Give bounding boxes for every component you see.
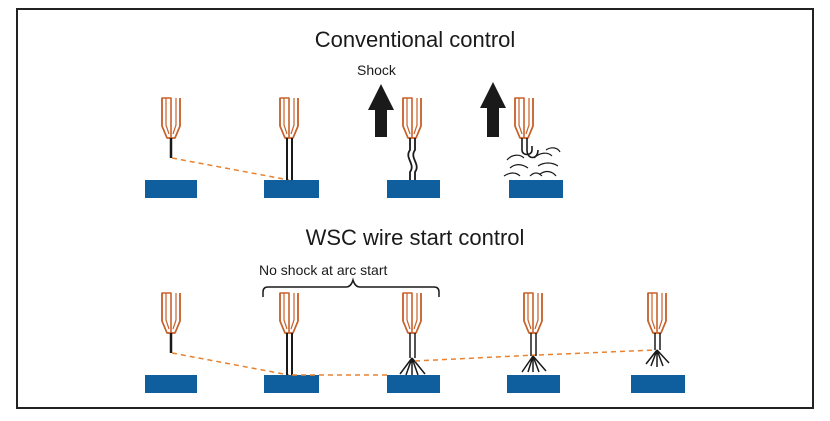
workpiece-plate-icon bbox=[145, 375, 197, 393]
wsc-dashed-path-1 bbox=[171, 352, 290, 376]
workpiece-plate-icon bbox=[631, 375, 685, 393]
bottom-section-title: WSC wire start control bbox=[306, 225, 525, 250]
wsc-stage-4 bbox=[507, 292, 560, 393]
wsc-stage-1 bbox=[145, 292, 197, 393]
spatter-icon bbox=[503, 147, 561, 177]
shock-label: Shock bbox=[357, 62, 397, 78]
torch-icon bbox=[402, 97, 422, 139]
workpiece-plate-icon bbox=[387, 375, 440, 393]
wsc-stage-3 bbox=[387, 292, 440, 393]
wire-icon bbox=[521, 138, 539, 159]
conventional-stage-3: Shock bbox=[357, 62, 440, 198]
wire-icon bbox=[645, 333, 670, 367]
conventional-stage-1 bbox=[145, 97, 197, 198]
wire-icon bbox=[399, 333, 426, 376]
wsc-stage-2 bbox=[264, 292, 319, 393]
workpiece-plate-icon bbox=[509, 180, 563, 198]
torch-icon bbox=[523, 292, 543, 334]
workpiece-plate-icon bbox=[145, 180, 197, 198]
up-arrow-icon bbox=[368, 84, 394, 137]
torch-icon bbox=[279, 97, 299, 139]
up-arrow-icon bbox=[480, 82, 506, 137]
wsc-dashed-path-3 bbox=[414, 354, 537, 362]
bracket-brace bbox=[262, 277, 440, 297]
workpiece-plate-icon bbox=[264, 180, 319, 198]
torch-icon bbox=[514, 97, 534, 139]
torch-icon bbox=[402, 292, 422, 334]
torch-icon bbox=[161, 292, 181, 334]
diagram-frame bbox=[16, 8, 814, 409]
torch-icon bbox=[647, 292, 667, 334]
conventional-stage-2 bbox=[264, 97, 319, 198]
torch-icon bbox=[161, 97, 181, 139]
wsc-dashed-path-4 bbox=[538, 349, 656, 356]
no-shock-label: No shock at arc start bbox=[259, 262, 387, 278]
torch-icon bbox=[279, 292, 299, 334]
workpiece-plate-icon bbox=[264, 375, 319, 393]
conventional-stage-4 bbox=[480, 82, 563, 198]
wire-icon bbox=[521, 333, 547, 373]
wsc-stage-5 bbox=[631, 292, 685, 393]
workpiece-plate-icon bbox=[387, 180, 440, 198]
conventional-dashed-path bbox=[171, 157, 290, 181]
wire-icon bbox=[407, 138, 418, 180]
top-section-title: Conventional control bbox=[315, 27, 516, 52]
workpiece-plate-icon bbox=[507, 375, 560, 393]
